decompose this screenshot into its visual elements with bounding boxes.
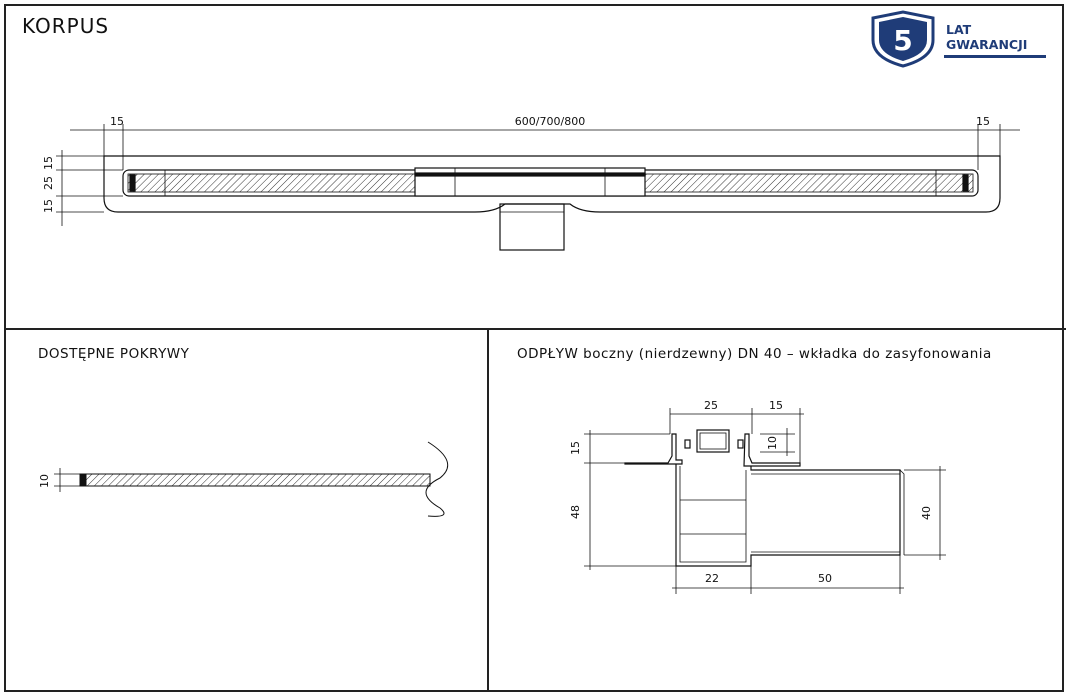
korpus-title: KORPUS: [22, 14, 110, 38]
center-piece-top: [414, 172, 646, 177]
badge-number: 5: [893, 24, 912, 57]
dim-side-width: 15: [769, 399, 783, 412]
clip-right: [737, 439, 744, 449]
end-cap-left: [129, 174, 136, 192]
dim-length: 600/700/800: [515, 115, 585, 128]
dim-top: 15: [42, 156, 55, 170]
section-divider-horizontal: [4, 328, 1066, 330]
clip-left: [684, 439, 691, 449]
korpus-drawing: [56, 124, 1020, 251]
dim-left: 15: [110, 115, 124, 128]
dim-inner-height: 10: [766, 436, 779, 450]
cover-break-line: [425, 441, 449, 517]
flange-right: [743, 433, 801, 467]
badge-underline: [944, 55, 1046, 58]
cover-drawing: [54, 441, 449, 517]
badge-line2: GWARANCJI: [946, 37, 1028, 52]
dim-cover-thickness: 10: [38, 474, 51, 488]
dim-bottom-width: 22: [705, 572, 719, 585]
badge-line1: LAT: [946, 22, 972, 37]
dim-middle: 25: [42, 176, 55, 190]
cover-edge: [79, 473, 87, 487]
inner-square: [696, 429, 730, 453]
cover-plate: [79, 473, 431, 487]
outlet-drawing: [584, 408, 946, 594]
outlet-title: ODPŁYW boczny (nierdzewny) DN 40 – wkład…: [517, 346, 992, 362]
flange-left: [624, 433, 683, 465]
dim-bottom: 15: [42, 199, 55, 213]
dim-top-width: 25: [704, 399, 718, 412]
drawing-frame: [4, 4, 1064, 692]
dim-right: 15: [976, 115, 990, 128]
dim-pipe-diameter: 40: [920, 506, 933, 520]
outlet-body: [675, 464, 901, 567]
center-piece: [414, 167, 646, 197]
shield-icon: [871, 10, 935, 68]
dim-body-height: 48: [569, 505, 582, 519]
end-cap-right: [962, 174, 969, 192]
korpus-outlet: [499, 203, 565, 251]
section-divider-vertical: [487, 329, 489, 692]
dim-pipe-length: 50: [818, 572, 832, 585]
dim-flange-height: 15: [569, 441, 582, 455]
channel-body: [103, 155, 1001, 213]
covers-title: DOSTĘPNE POKRYWY: [38, 346, 190, 362]
